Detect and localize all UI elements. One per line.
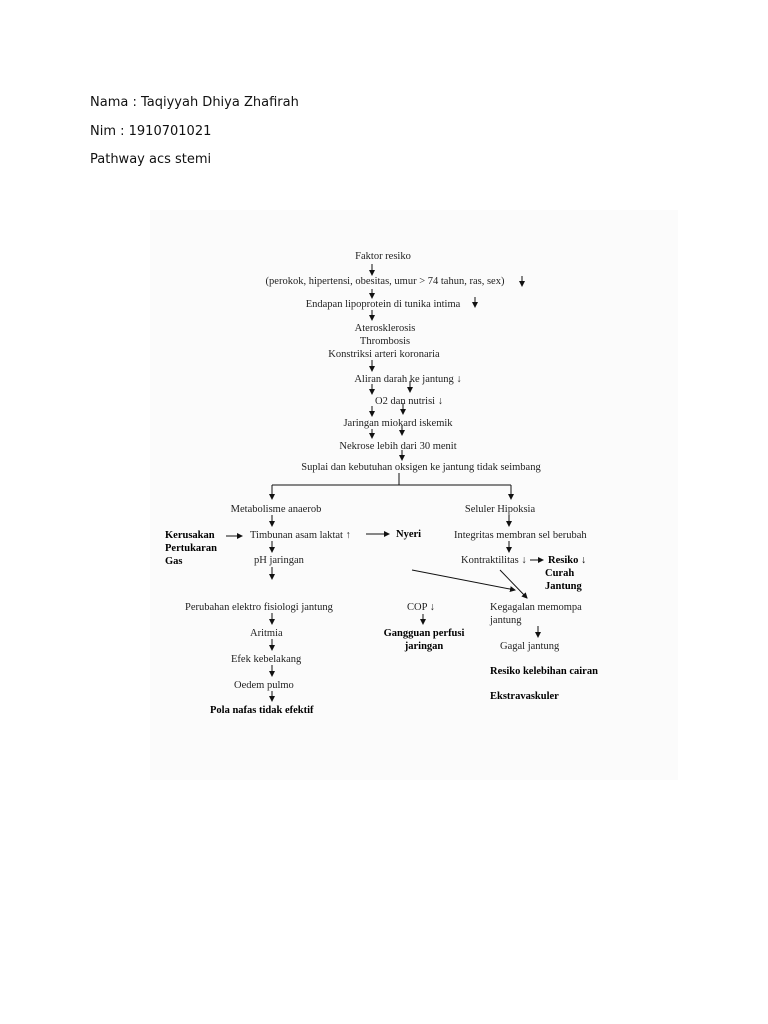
diagnosis-gangguan-perfusi: Gangguan perfusi — [383, 628, 465, 639]
node-timbunan: Timbunan asam laktat ↑ — [250, 530, 351, 541]
node-seluler-hipoksia: Seluler Hipoksia — [464, 504, 536, 515]
node-oedem-pulmo: Oedem pulmo — [234, 680, 294, 691]
node-gagal-jantung: Gagal jantung — [500, 641, 560, 652]
diagnosis-resiko: Resiko ↓ — [548, 555, 587, 566]
node-konstriksi: Konstriksi arteri koronaria — [328, 349, 440, 360]
diagnosis-resiko-cairan: Resiko kelebihan cairan — [490, 666, 598, 677]
node-thrombosis: Thrombosis — [359, 336, 411, 347]
arrow — [499, 569, 528, 599]
node-cop: COP ↓ — [407, 602, 435, 613]
node-kontraktilitas: Kontraktilitas ↓ — [461, 555, 527, 566]
node-aterosklerosis: Aterosklerosis — [354, 323, 416, 334]
pathway-figure — [150, 210, 678, 780]
node-endapan: Endapan lipoprotein di tunika intima — [305, 299, 461, 310]
student-name: Nama : Taqiyyah Dhiya Zhafirah — [90, 95, 299, 110]
node-ph-jaringan: pH jaringan — [254, 555, 304, 566]
diagnosis-curah: Curah — [545, 568, 575, 579]
diagnosis-pola-nafas: Pola nafas tidak efektif — [210, 705, 314, 716]
node-aliran-darah: Aliran darah ke jantung ↓ — [354, 374, 462, 385]
node-suplai: Suplai dan kebutuhan oksigen ke jantung … — [301, 462, 541, 473]
diagnosis-jantung: Jantung — [545, 581, 582, 592]
diagnosis-ekstravaskuler: Ekstravaskuler — [490, 691, 559, 702]
arrow — [411, 569, 516, 592]
diagnosis-kerusakan: Kerusakan — [165, 530, 215, 541]
diagnosis-gangguan-jaringan: jaringan — [404, 641, 444, 652]
node-metabolisme: Metabolisme anaerob — [230, 504, 322, 515]
node-nekrose: Nekrose lebih dari 30 menit — [339, 441, 457, 452]
node-integritas: Integritas membran sel berubah — [454, 530, 587, 541]
student-nim: Nim : 1910701021 — [90, 124, 212, 139]
diagnosis-pertukaran: Pertukaran — [165, 543, 217, 554]
node-efek-kebelakang: Efek kebelakang — [231, 654, 302, 665]
node-aritmia: Aritmia — [250, 628, 283, 639]
node-o2-nutrisi: O2 dan nutrisi ↓ — [375, 396, 443, 407]
node-kegagalan-jantung: jantung — [490, 615, 522, 626]
node-perubahan-elektro: Perubahan elektro fisiologi jantung — [185, 602, 333, 613]
node-kegagalan: Kegagalan memompa — [490, 602, 582, 613]
diagnosis-gas: Gas — [165, 556, 183, 567]
document-title: Pathway acs stemi — [90, 152, 212, 167]
diagnosis-nyeri: Nyeri — [396, 529, 422, 540]
node-jaringan-iskemik: Jaringan miokard iskemik — [343, 418, 453, 429]
node-faktor-resiko: Faktor resiko — [355, 251, 411, 262]
node-faktor-detail: (perokok, hipertensi, obesitas, umur > 7… — [265, 276, 505, 287]
